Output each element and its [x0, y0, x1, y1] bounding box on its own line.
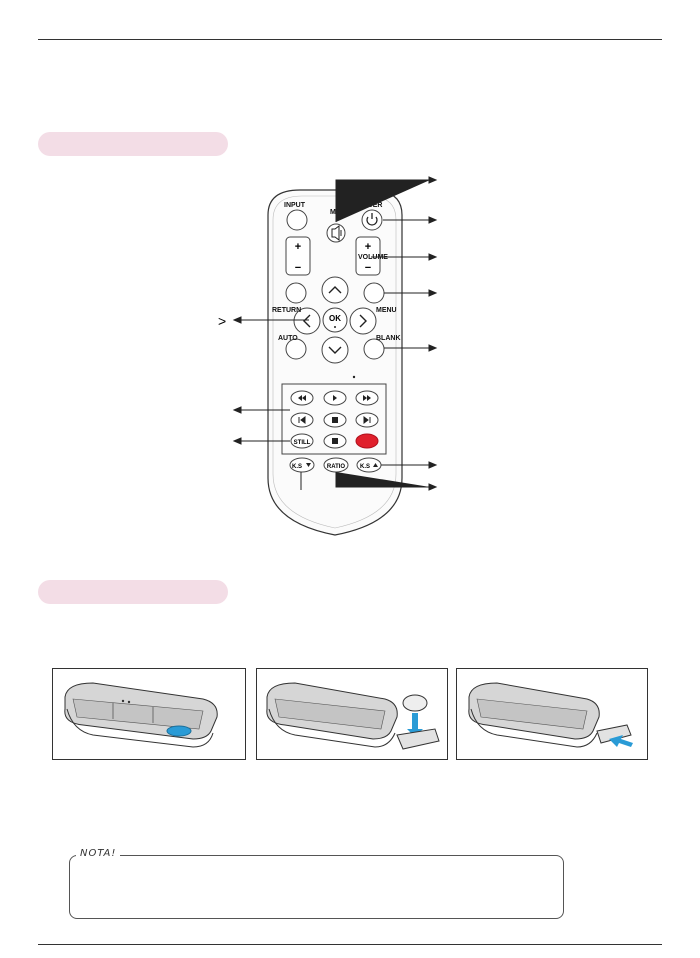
callout-ratio — [335, 472, 430, 488]
ok-label: OK — [329, 314, 341, 323]
nav-up-button[interactable] — [321, 276, 349, 304]
skip-back-icon — [298, 416, 306, 424]
pause-icon — [332, 438, 338, 444]
fast-forward-icon — [363, 395, 371, 401]
corner-button-br[interactable] — [363, 338, 385, 360]
keystone-down-label: K.S — [292, 464, 302, 470]
callout-mute — [335, 179, 430, 222]
remote-control-illustration: INPUT MUTE POWER + − + VOLUME − OK RETUR… — [218, 176, 438, 536]
blank-label: BLANK — [376, 335, 401, 342]
volume-rocker[interactable] — [355, 236, 381, 276]
nav-left-button[interactable] — [293, 307, 321, 335]
left-rocker[interactable] — [285, 236, 311, 276]
plus-icon: + — [365, 241, 371, 253]
keystone-up-label: K.S — [360, 464, 370, 470]
power-icon — [366, 213, 378, 226]
corner-button-tr[interactable] — [363, 282, 385, 304]
play-icon — [333, 395, 337, 401]
arrow-left-icon — [609, 735, 633, 747]
battery-step-1-panel — [52, 668, 246, 760]
note-box — [69, 855, 564, 919]
chevron-right-icon — [359, 314, 367, 328]
battery-cover-icon — [166, 725, 192, 737]
triangle-down-icon — [306, 463, 311, 467]
chevron-down-icon — [328, 346, 342, 354]
input-button[interactable] — [286, 209, 308, 231]
nav-right-button[interactable] — [349, 307, 377, 335]
battery-insert-illustration — [266, 682, 440, 750]
header-rule — [38, 39, 662, 40]
callout-marker: > — [218, 313, 226, 329]
ratio-label: RATIO — [327, 464, 346, 470]
corner-button-tl[interactable] — [285, 282, 307, 304]
remote-back-open-illustration — [64, 682, 218, 748]
skip-forward-icon — [363, 416, 371, 424]
nav-down-button[interactable] — [321, 336, 349, 364]
note-label: NOTA! — [76, 848, 121, 859]
footer-rule — [38, 944, 662, 945]
corner-button-bl[interactable] — [285, 338, 307, 360]
arrow-down-icon — [412, 713, 418, 731]
auto-label: AUTO — [278, 335, 298, 342]
keystone-down-button[interactable] — [289, 457, 315, 473]
minus-icon: − — [295, 262, 301, 274]
battery-close-illustration — [468, 682, 633, 748]
battery-tray-icon — [396, 728, 440, 750]
input-label: INPUT — [284, 202, 306, 209]
chevron-up-icon — [328, 286, 342, 294]
coin-battery-icon — [402, 694, 428, 712]
mute-icon — [331, 225, 342, 241]
battery-step-2-panel — [256, 668, 448, 760]
section-heading-battery — [38, 580, 228, 604]
chevron-left-icon — [303, 314, 311, 328]
callout-lines — [232, 176, 438, 491]
section-heading-remote — [38, 132, 228, 156]
power-button[interactable] — [361, 209, 383, 231]
media-panel — [281, 383, 387, 455]
plus-icon: + — [295, 241, 301, 253]
triangle-up-icon — [373, 463, 378, 467]
record-button[interactable] — [355, 433, 379, 449]
rewind-icon — [298, 395, 306, 401]
ok-dot-icon — [334, 326, 336, 328]
menu-label: MENU — [376, 307, 397, 314]
battery-tray-icon — [596, 724, 632, 744]
ok-button[interactable] — [322, 307, 348, 333]
minus-icon: − — [365, 262, 371, 274]
still-label: STILL — [294, 440, 311, 446]
mute-button[interactable] — [326, 223, 346, 243]
indicator-dot-icon — [352, 375, 356, 379]
return-label: RETURN — [272, 307, 301, 314]
still-button[interactable] — [290, 433, 314, 449]
stop-icon — [332, 417, 338, 423]
battery-step-3-panel — [456, 668, 648, 760]
